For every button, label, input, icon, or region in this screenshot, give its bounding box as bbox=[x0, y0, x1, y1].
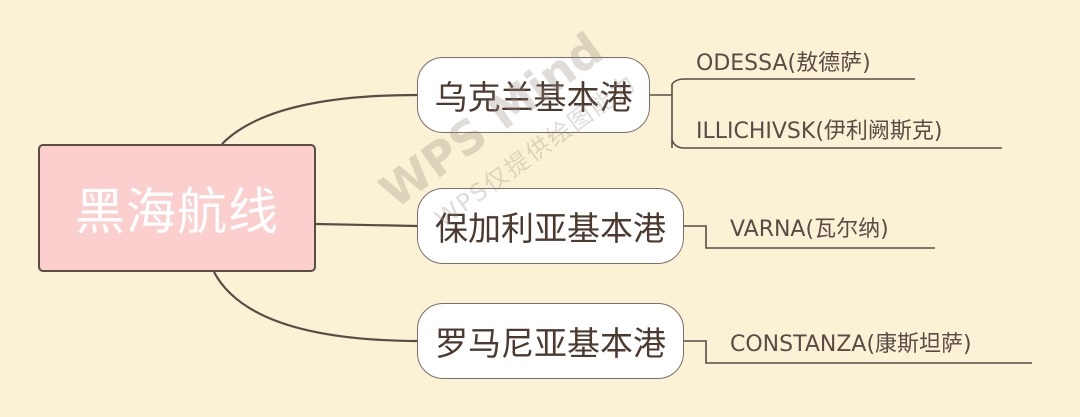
connector-root-branch-3 bbox=[213, 271, 418, 343]
root-node[interactable]: 黑海航线 bbox=[38, 144, 316, 272]
branch-node-label: 乌克兰基本港 bbox=[434, 78, 633, 117]
leaf-underline-illichivsk bbox=[671, 139, 1002, 149]
leaf-node-varna[interactable]: VARNA(瓦尔纳) bbox=[730, 217, 889, 242]
leaf-node-odessa[interactable]: ODESSA(敖德萨) bbox=[696, 51, 871, 76]
connector-root-branch-1 bbox=[221, 93, 418, 145]
leaf-node-illichivsk[interactable]: ILLICHIVSK(伊利阙斯克) bbox=[696, 119, 943, 144]
branch-node-ukraine[interactable]: 乌克兰基本港 bbox=[417, 57, 650, 133]
connector-branch-1-leaves bbox=[650, 84, 673, 148]
branch-node-label: 罗马尼亚基本港 bbox=[435, 324, 666, 363]
leaf-node-constanza[interactable]: CONSTANZA(康斯坦萨) bbox=[730, 332, 972, 357]
connector-branch-2-leaf bbox=[684, 225, 935, 249]
branch-node-label: 保加利亚基本港 bbox=[435, 209, 666, 248]
connector-root-branch-2 bbox=[315, 222, 418, 228]
branch-node-romania[interactable]: 罗马尼亚基本港 bbox=[417, 303, 684, 379]
connector-branch-3-leaf bbox=[684, 340, 1032, 364]
branch-node-bulgaria[interactable]: 保加利亚基本港 bbox=[417, 188, 684, 264]
leaf-underline-odessa bbox=[671, 78, 915, 85]
root-node-label: 黑海航线 bbox=[75, 183, 279, 241]
